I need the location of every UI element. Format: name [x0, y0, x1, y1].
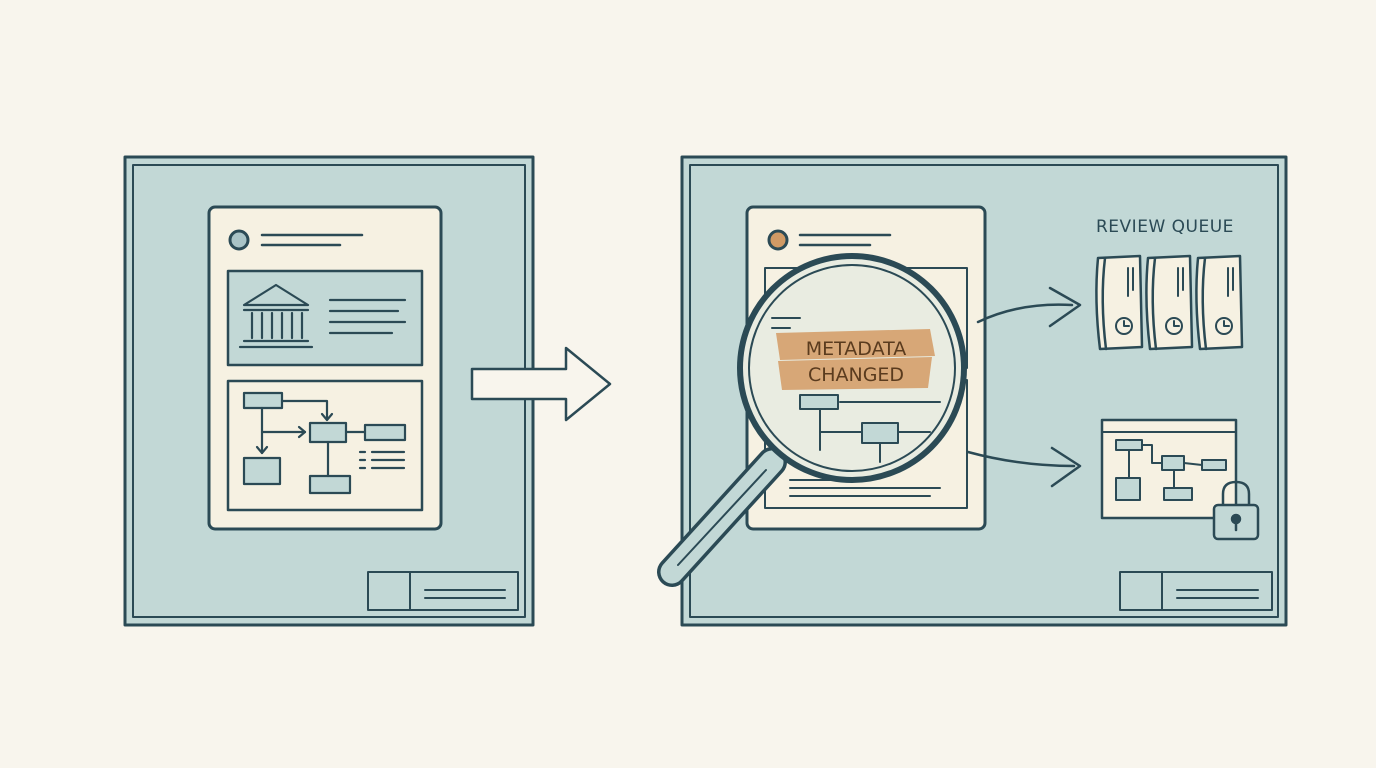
left-panel-footer [367, 571, 519, 611]
magnifier-icon [657, 253, 967, 587]
arrow-right-icon [966, 286, 1082, 488]
review-queue-title: REVIEW QUEUE [1096, 217, 1234, 237]
arrow-right-icon [470, 346, 612, 422]
queue-card [1145, 254, 1194, 351]
document-flowchart [226, 379, 424, 512]
avatar-icon [767, 229, 789, 251]
lock-icon [1212, 480, 1260, 541]
metadata-stamp-line-2: CHANGED [807, 364, 905, 386]
institution-icon [238, 283, 314, 349]
source-document [207, 205, 443, 531]
clock-icon [1115, 317, 1133, 335]
metadata-stamp-line-1: METADATA [805, 338, 907, 360]
clock-icon [1165, 317, 1183, 335]
review-queue-cards [1095, 254, 1244, 351]
locked-diagram [1100, 418, 1260, 541]
avatar-icon [228, 229, 250, 251]
queue-card [1095, 254, 1144, 351]
queue-card [1195, 254, 1244, 351]
right-panel-footer [1119, 571, 1273, 611]
clock-icon [1215, 317, 1233, 335]
document-header-card [226, 269, 424, 367]
